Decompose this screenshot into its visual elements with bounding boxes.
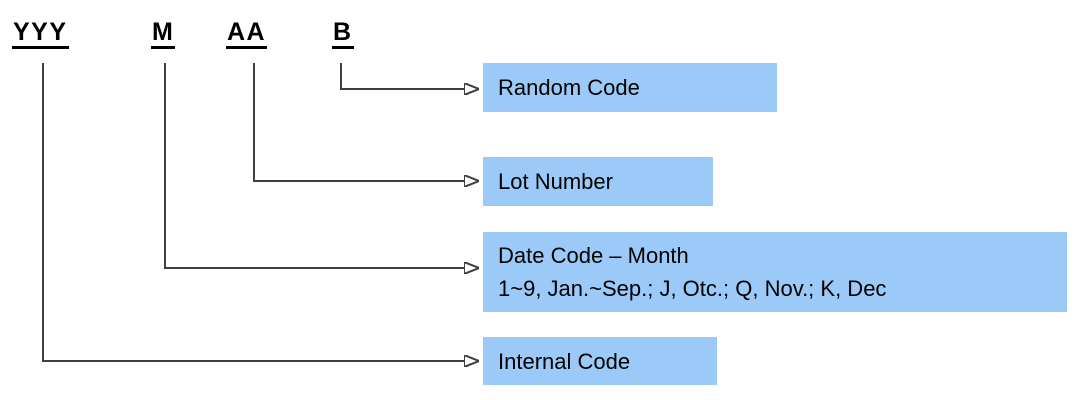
random-code-label: Random Code <box>498 75 640 100</box>
code-symbol-aa: AA <box>226 19 268 49</box>
connector-m-date-arrow <box>164 63 464 268</box>
code-symbol-yyy: YYY <box>12 19 69 49</box>
code-symbol-m: M <box>151 19 176 49</box>
connector-b-random-arrow <box>340 63 464 89</box>
internal-code-box: Internal Code <box>483 337 717 385</box>
date-code-detail: 1~9, Jan.~Sep.; J, Otc.; Q, Nov.; K, Dec <box>498 276 887 301</box>
code-symbol-b: B <box>332 19 354 49</box>
random-code-box: Random Code <box>483 63 777 112</box>
connector-yyy-internal-arrow <box>42 63 464 361</box>
internal-code-label: Internal Code <box>498 348 631 374</box>
date-code-box: Date Code – Month 1~9, Jan.~Sep.; J, Otc… <box>483 232 1067 312</box>
connector-aa-lot-arrow <box>253 63 464 181</box>
date-code-title: Date Code – Month <box>498 243 689 268</box>
lot-number-box: Lot Number <box>483 157 713 206</box>
lot-number-label: Lot Number <box>498 169 613 194</box>
